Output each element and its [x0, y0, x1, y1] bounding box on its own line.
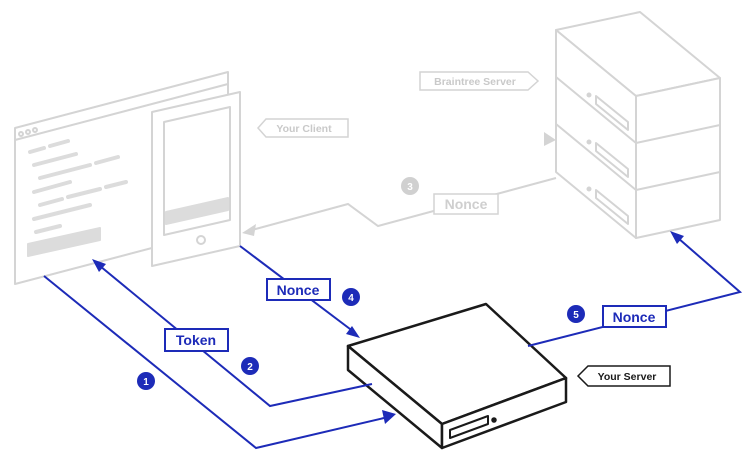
your-client-tag: Your Client — [256, 118, 349, 138]
step-4-badge — [342, 288, 360, 306]
nonce-label-step-4: Nonce — [277, 282, 320, 298]
step-3-number: 3 — [407, 182, 413, 193]
braintree-server-stack — [555, 11, 721, 239]
nonce-label-step-5: Nonce — [613, 309, 656, 325]
step-2-badge — [241, 357, 259, 375]
step-4-number: 4 — [348, 293, 354, 304]
flow-step-5: Nonce 5 — [527, 231, 743, 347]
flow-step-2: Token 2 — [92, 259, 373, 408]
flow-step-3: Nonce 3 — [242, 132, 557, 236]
your-server-box — [346, 302, 568, 450]
token-label: Token — [176, 332, 216, 348]
step-1-number: 1 — [143, 377, 149, 388]
step-5-badge — [567, 305, 585, 323]
your-client-label: Your Client — [276, 123, 332, 135]
braintree-server-label: Braintree Server — [434, 76, 516, 88]
flow-step-1: 1 — [43, 275, 396, 450]
step-5-number: 5 — [573, 310, 579, 321]
step-1-badge — [137, 372, 155, 390]
phone-device — [151, 91, 241, 267]
braintree-server-tag: Braintree Server — [419, 71, 540, 91]
step-2-number: 2 — [247, 362, 253, 373]
your-server-tag: Your Server — [576, 365, 671, 387]
nonce-label-step-3: Nonce — [445, 196, 488, 212]
step-3-badge — [401, 177, 419, 195]
flow-step-4: Nonce 4 — [239, 245, 360, 338]
your-server-label: Your Server — [598, 371, 657, 383]
